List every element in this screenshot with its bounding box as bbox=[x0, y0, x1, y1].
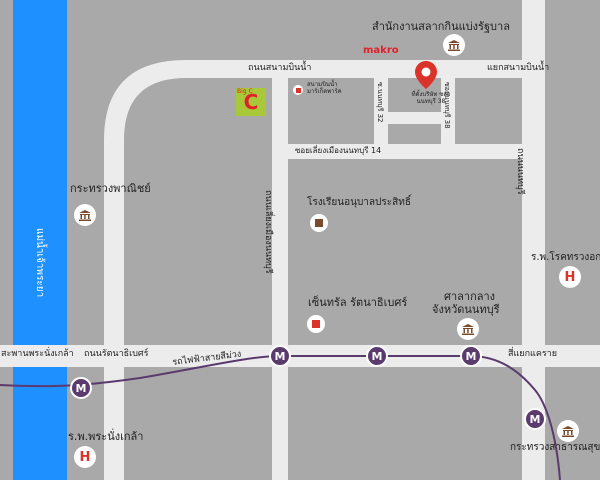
road-label-liang-mueang: ถนนเลี่ยงเมืองนนทบุรี bbox=[263, 190, 273, 274]
place-label-city-hall-1: ศาลากลาง bbox=[444, 290, 496, 303]
hospital-icon: H bbox=[74, 446, 96, 468]
soi-38 bbox=[441, 78, 455, 144]
road-label-khae-rai-junction: สี่แยกแคราย bbox=[508, 349, 557, 359]
mall-marker bbox=[307, 315, 325, 333]
liang-mueang-road bbox=[272, 78, 288, 480]
river-label: แม่น้ำเจ้าพระยา bbox=[34, 228, 45, 298]
road-label-rattanathibet: ถนนรัตนาธิเบศร์ bbox=[84, 349, 149, 359]
place-label-cabinet-office: สำนักงานสลากกินแบ่งรัฐบาล bbox=[372, 20, 510, 33]
metro-station-icon[interactable]: M bbox=[70, 377, 92, 399]
big-c-small: Big C bbox=[237, 88, 253, 95]
government-building-icon bbox=[457, 318, 479, 340]
place-label-central: เซ็นทรัล รัตนาธิเบศร์ bbox=[308, 296, 408, 309]
hospital-icon: H bbox=[559, 266, 581, 288]
place-label-chest-hospital: ร.พ.โรคทรวงอก bbox=[531, 252, 600, 263]
soi-14 bbox=[288, 144, 522, 159]
makro-logo: makro bbox=[363, 45, 399, 56]
hospital-letter: H bbox=[79, 449, 91, 465]
school-marker bbox=[310, 214, 328, 232]
road-label-soi-14: ซอยเลี่ยงเมืองนนทบุรี 14 bbox=[295, 146, 382, 155]
market-marker bbox=[293, 85, 303, 95]
place-label-commerce-ministry: กระทรวงพาณิชย์ bbox=[70, 182, 151, 195]
place-label-health-ministry: กระทรวงสาธารณสุข bbox=[510, 442, 600, 453]
big-c-letter: C bbox=[243, 90, 259, 114]
road-label-soi-32: ซ.นนทบุรี 32 bbox=[376, 82, 384, 123]
road-label-sanam-bin-nam-junction: แยกสนามบินน้ำ bbox=[487, 63, 550, 73]
road-label-sanam-bin-nam: ถนนสนามบินน้ำ bbox=[248, 63, 312, 73]
big-c-logo: C Big C bbox=[236, 88, 266, 116]
metro-station-icon[interactable]: M bbox=[269, 345, 291, 367]
government-building-icon bbox=[443, 34, 465, 56]
metro-station-icon[interactable]: M bbox=[460, 345, 482, 367]
road-label-nonthaburi: ถนนนนทบุรี bbox=[515, 148, 525, 195]
hospital-letter: H bbox=[564, 269, 576, 285]
place-label-destination: ที่ตั้งบริษัท ซอยนนทบุรี 38 bbox=[411, 91, 451, 105]
chao-phraya-river bbox=[13, 0, 67, 480]
government-building-icon bbox=[557, 420, 579, 442]
soi-38-link bbox=[388, 112, 441, 124]
metro-station-icon[interactable]: M bbox=[524, 408, 546, 430]
metro-station-icon[interactable]: M bbox=[366, 345, 388, 367]
place-label-pnk-hospital: ร.พ.พระนั่งเกล้า bbox=[68, 430, 144, 443]
soi-32 bbox=[374, 78, 388, 144]
road-label-phra-nang-klao-bridge: สะพานพระนั่งเกล้า bbox=[1, 349, 74, 359]
place-label-airport-market: สนามบินน้ำ มาร์เก็ตพาร์ค bbox=[307, 81, 342, 95]
location-pin-icon bbox=[415, 61, 437, 89]
place-label-school: โรงเรียนอนุบาลประสิทธิ์ bbox=[307, 197, 411, 208]
place-label-city-hall-2: จังหวัดนนทบุรี bbox=[432, 303, 500, 316]
road-label-soi-38: ซอยนนทบุรี 38 bbox=[443, 82, 451, 129]
government-building-icon bbox=[74, 204, 96, 226]
